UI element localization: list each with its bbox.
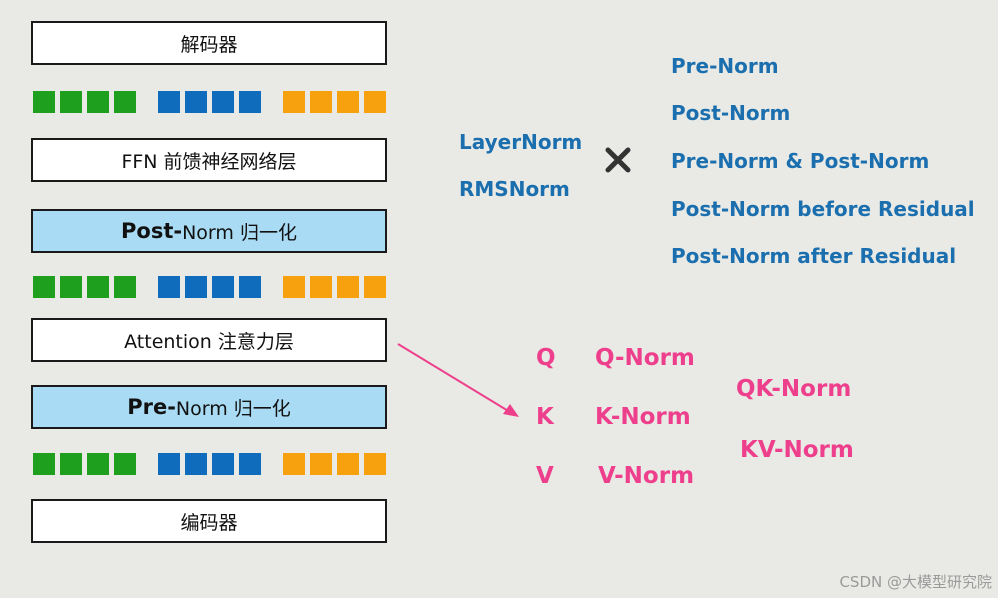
post-norm-label: Norm 归一化 xyxy=(182,221,297,244)
token-square xyxy=(337,276,359,298)
qk-norm-label: QK-Norm xyxy=(736,376,852,402)
token-square xyxy=(212,276,234,298)
decoder-block: 解码器 xyxy=(31,21,387,65)
pre-norm-emphasis: Pre- xyxy=(127,395,176,419)
ffn-label: FFN 前馈神经网络层 xyxy=(121,150,297,173)
token-square xyxy=(364,91,386,113)
token-square xyxy=(33,453,55,475)
token-square xyxy=(87,276,109,298)
token-square xyxy=(364,276,386,298)
norm-position-item: Post-Norm before Residual xyxy=(671,197,975,221)
norm-type-layernorm: LayerNorm xyxy=(459,130,583,154)
token-square xyxy=(185,276,207,298)
token-square xyxy=(114,91,136,113)
norm-type-rmsnorm: RMSNorm xyxy=(459,177,570,201)
q-norm-label: Q-Norm xyxy=(595,345,695,371)
attention-block: Attention 注意力层 xyxy=(31,318,387,362)
token-square xyxy=(283,276,305,298)
token-row xyxy=(33,453,393,477)
post-norm-block: Post-Norm 归一化 xyxy=(31,209,387,253)
token-square xyxy=(87,453,109,475)
token-square xyxy=(87,91,109,113)
pre-norm-label: Norm 归一化 xyxy=(175,397,291,420)
token-square xyxy=(239,91,261,113)
times-icon xyxy=(605,147,631,173)
token-square xyxy=(310,453,332,475)
watermark: CSDN @大模型研究院 xyxy=(839,573,992,591)
token-row xyxy=(33,276,393,300)
token-square xyxy=(337,453,359,475)
token-square xyxy=(310,276,332,298)
token-square xyxy=(185,91,207,113)
token-square xyxy=(337,91,359,113)
token-square xyxy=(310,91,332,113)
v-letter: V xyxy=(536,463,554,489)
kv-norm-label: KV-Norm xyxy=(740,437,854,463)
post-norm-emphasis: Post- xyxy=(121,219,183,243)
k-letter: K xyxy=(536,404,554,430)
token-square xyxy=(114,453,136,475)
norm-position-item: Post-Norm after Residual xyxy=(671,244,957,268)
token-square xyxy=(283,91,305,113)
token-square xyxy=(33,276,55,298)
token-square xyxy=(60,276,82,298)
token-square xyxy=(239,453,261,475)
k-norm-label: K-Norm xyxy=(595,404,691,430)
decoder-label: 解码器 xyxy=(180,33,238,56)
token-square xyxy=(212,91,234,113)
token-square xyxy=(158,453,180,475)
token-square xyxy=(114,276,136,298)
q-letter: Q xyxy=(536,345,556,371)
token-square xyxy=(33,91,55,113)
encoder-label: 编码器 xyxy=(180,511,238,534)
attention-label: Attention 注意力层 xyxy=(124,330,294,353)
norm-position-item: Pre-Norm xyxy=(671,54,779,78)
token-square xyxy=(185,453,207,475)
norm-position-item: Post-Norm xyxy=(671,101,791,125)
pre-norm-block: Pre-Norm 归一化 xyxy=(31,385,387,429)
v-norm-label: V-Norm xyxy=(598,463,695,489)
token-square xyxy=(158,91,180,113)
token-row xyxy=(33,91,393,115)
ffn-block: FFN 前馈神经网络层 xyxy=(31,138,387,182)
token-square xyxy=(364,453,386,475)
token-square xyxy=(239,276,261,298)
token-square xyxy=(60,453,82,475)
token-square xyxy=(283,453,305,475)
token-square xyxy=(212,453,234,475)
token-square xyxy=(158,276,180,298)
token-square xyxy=(60,91,82,113)
encoder-block: 编码器 xyxy=(31,499,387,543)
norm-position-item: Pre-Norm & Post-Norm xyxy=(671,149,930,173)
